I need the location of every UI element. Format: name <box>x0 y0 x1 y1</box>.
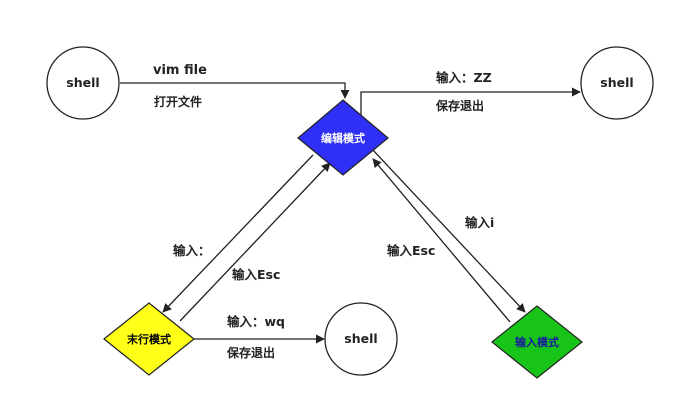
shell-end-right-label: shell <box>600 75 633 90</box>
save-exit-zz-description-label: 保存退出 <box>435 98 484 113</box>
shell-start-node: shell <box>46 46 120 120</box>
edge-command-to-edit <box>179 162 331 322</box>
insert-mode-node: 输入模式 <box>491 305 583 379</box>
insert-to-edit-label: 输入Esc <box>387 243 435 258</box>
shell-end-bottom-label: shell <box>344 331 377 346</box>
shell-end-right-node: shell <box>580 46 654 120</box>
command-mode-diamond <box>103 302 195 376</box>
insert-mode-label: 输入模式 <box>515 335 559 349</box>
edit-mode-diamond <box>297 99 389 176</box>
shell-start-label: shell <box>66 75 99 90</box>
save-exit-wq-command-label: 输入：wq <box>227 314 285 329</box>
open-file-description-label: 打开文件 <box>154 94 202 109</box>
command-to-edit-label: 输入Esc <box>232 267 280 282</box>
save-exit-zz-command-label: 输入：ZZ <box>436 70 492 85</box>
command-mode-label: 末行模式 <box>126 332 171 346</box>
shell-end-bottom-node: shell <box>324 302 398 376</box>
to-command-mode-label: 输入： <box>173 243 211 258</box>
to-insert-mode-label: 输入i <box>465 215 494 230</box>
edge-open-file <box>120 82 350 99</box>
command-mode-node: 末行模式 <box>103 302 195 376</box>
insert-mode-diamond <box>491 305 583 379</box>
edge-insert-to-edit <box>372 158 511 323</box>
edit-mode-node: 编辑模式 <box>297 99 389 176</box>
save-exit-wq-description-label: 保存退出 <box>226 345 275 360</box>
edit-mode-label: 编辑模式 <box>321 131 365 145</box>
edge-edit-to-insert <box>370 147 526 313</box>
edge-save-exit-zz <box>360 87 581 115</box>
open-file-command-label: vim file <box>153 63 207 78</box>
edge-edit-to-command <box>162 154 314 313</box>
